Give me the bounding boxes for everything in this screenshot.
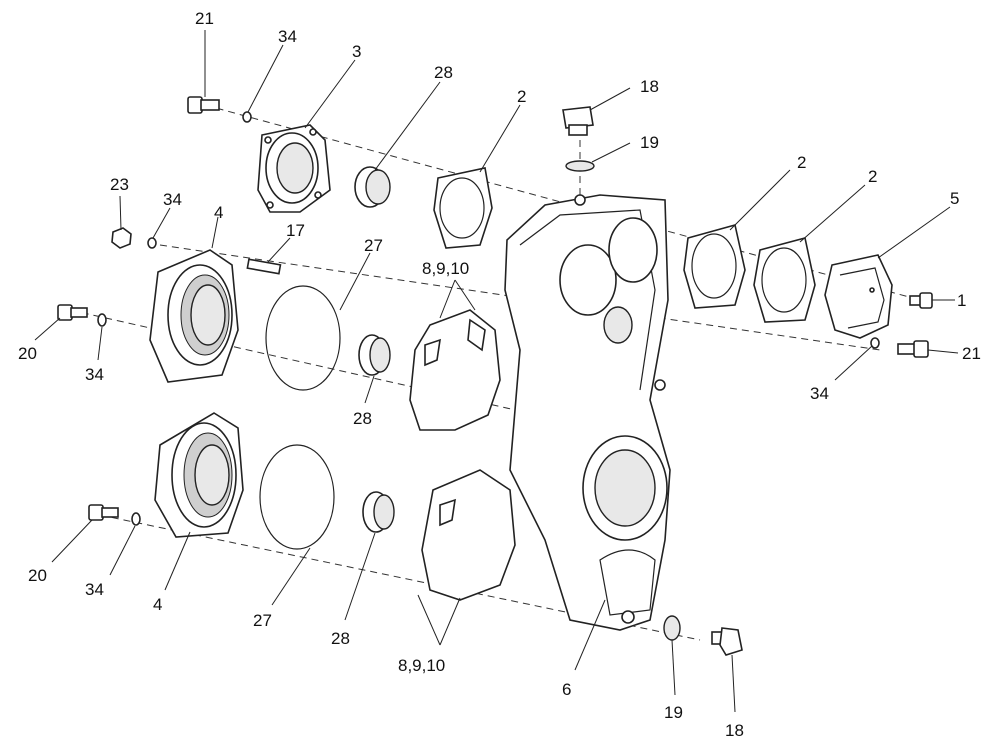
part-27-oring-bottom bbox=[259, 444, 335, 550]
label-20-top: 20 bbox=[18, 344, 37, 363]
label-20-bottom: 20 bbox=[28, 566, 47, 585]
part-20-bolt-bottom bbox=[88, 504, 119, 521]
part-8-9-10-shims-top bbox=[409, 309, 501, 431]
label-34-right: 34 bbox=[810, 384, 829, 403]
part-21-bolt-top bbox=[187, 96, 220, 114]
label-34-bottom: 34 bbox=[85, 580, 104, 599]
part-28-seal-bottom bbox=[362, 491, 395, 533]
label-27-bottom: 27 bbox=[253, 611, 272, 630]
label-21-right: 21 bbox=[962, 344, 981, 363]
label-28-mid: 28 bbox=[353, 409, 372, 428]
label-4-top: 4 bbox=[214, 203, 223, 222]
part-34-washer-left bbox=[97, 313, 107, 327]
callout-labels: 21 34 3 28 2 18 19 2 2 5 1 21 34 23 34 4… bbox=[18, 9, 981, 740]
label-18-bottom: 18 bbox=[725, 721, 744, 740]
part-23-nut bbox=[111, 227, 132, 249]
label-1: 1 bbox=[957, 291, 966, 310]
label-3: 3 bbox=[352, 42, 361, 61]
part-18-plug-bottom bbox=[711, 627, 743, 656]
part-19-washer-top bbox=[565, 160, 595, 172]
part-19-washer-bottom bbox=[663, 615, 681, 641]
part-8-9-10-shims-bottom bbox=[421, 469, 516, 601]
label-21-top: 21 bbox=[195, 9, 214, 28]
label-17: 17 bbox=[286, 221, 305, 240]
label-34-top: 34 bbox=[278, 27, 297, 46]
part-2-gasket-left bbox=[433, 167, 493, 249]
label-28-top: 28 bbox=[434, 63, 453, 82]
part-6-gear-housing bbox=[504, 194, 671, 631]
part-4-flange-top bbox=[149, 249, 239, 383]
part-2-gasket-right bbox=[753, 237, 816, 323]
part-18-plug-top bbox=[562, 106, 594, 136]
part-34-washer-mid bbox=[147, 237, 157, 249]
part-4-flange-bottom bbox=[154, 412, 244, 538]
part-20-bolt-top bbox=[57, 304, 88, 321]
label-34-left: 34 bbox=[85, 365, 104, 384]
label-34-mid: 34 bbox=[163, 190, 182, 209]
label-23: 23 bbox=[110, 175, 129, 194]
part-1-plug bbox=[909, 292, 933, 309]
part-27-oring-top bbox=[265, 285, 341, 391]
label-4-bottom: 4 bbox=[153, 595, 162, 614]
part-5-end-cover bbox=[824, 254, 893, 339]
part-17-stud bbox=[246, 258, 282, 275]
label-6: 6 bbox=[562, 680, 571, 699]
label-19-bottom: 19 bbox=[664, 703, 683, 722]
label-8-9-10-top: 8,9,10 bbox=[422, 259, 469, 278]
label-19-top: 19 bbox=[640, 133, 659, 152]
label-27-top: 27 bbox=[364, 236, 383, 255]
label-2-left: 2 bbox=[517, 87, 526, 106]
label-5: 5 bbox=[950, 189, 959, 208]
label-18-top: 18 bbox=[640, 77, 659, 96]
label-8-9-10-bottom: 8,9,10 bbox=[398, 656, 445, 675]
part-34-washer-bottom bbox=[131, 512, 141, 526]
part-34-washer-right bbox=[870, 337, 880, 349]
part-28-seal-top bbox=[354, 166, 391, 208]
part-2-gasket-middle bbox=[683, 224, 746, 309]
label-2-middle: 2 bbox=[797, 153, 806, 172]
part-28-seal-mid bbox=[358, 334, 391, 376]
part-21-bolt-right bbox=[897, 340, 929, 358]
leader-lines bbox=[34, 30, 959, 713]
part-3-bearing-cover bbox=[257, 124, 331, 213]
part-34-washer-top bbox=[242, 111, 252, 123]
label-28-bottom: 28 bbox=[331, 629, 350, 648]
label-2-right: 2 bbox=[868, 167, 877, 186]
